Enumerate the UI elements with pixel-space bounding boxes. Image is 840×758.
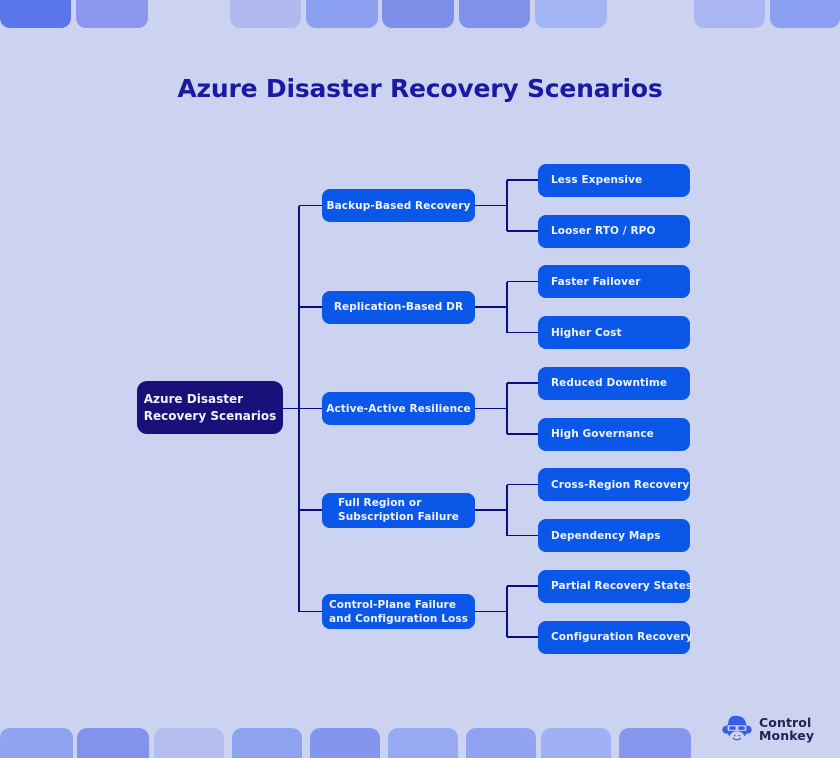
connector-line bbox=[299, 610, 322, 613]
branch-node-label: Control-Plane Failure and Configuration … bbox=[328, 598, 469, 625]
decor-tile bbox=[466, 728, 536, 758]
connector-line bbox=[507, 179, 538, 181]
connector-line bbox=[506, 180, 508, 231]
decor-tile bbox=[232, 728, 302, 758]
connector-line bbox=[507, 534, 538, 537]
root-node: Azure Disaster Recovery Scenarios bbox=[137, 381, 283, 434]
connector-line bbox=[507, 433, 538, 435]
decor-tile bbox=[535, 0, 607, 28]
logo-text-line2: Monkey bbox=[759, 728, 815, 743]
decor-tile bbox=[0, 0, 71, 28]
decor-tile bbox=[306, 0, 378, 28]
leaf-node: High Governance bbox=[538, 417, 690, 451]
branch-node-label: Full Region or Subscription Failure bbox=[338, 497, 459, 523]
monkey-icon bbox=[722, 715, 752, 742]
connector-line bbox=[299, 509, 322, 511]
connector-line bbox=[506, 281, 508, 333]
logo-text-line1: Control bbox=[759, 714, 812, 730]
decor-tile bbox=[77, 728, 149, 758]
decor-tile bbox=[694, 0, 765, 28]
branch-node-label: Replication-Based DR bbox=[333, 301, 464, 313]
leaf-node-label: High Governance bbox=[551, 428, 654, 440]
branch-node: Backup-Based Recovery bbox=[322, 189, 475, 222]
leaf-node: Partial Recovery States bbox=[538, 569, 693, 603]
leaf-node-label: Looser RTO / RPO bbox=[551, 225, 656, 237]
connector-line bbox=[507, 585, 538, 587]
connector-line bbox=[507, 280, 538, 283]
connector-line bbox=[506, 383, 508, 434]
leaf-node: Less Expensive bbox=[538, 163, 690, 197]
leaf-node-label: Configuration Recovery bbox=[551, 631, 693, 643]
page-title: Azure Disaster Recovery Scenarios bbox=[177, 74, 663, 103]
decor-tile bbox=[310, 728, 380, 758]
decor-tile bbox=[619, 728, 691, 758]
connector-line bbox=[507, 636, 538, 638]
leaf-node-label: Faster Failover bbox=[551, 275, 641, 288]
leaf-node: Dependency Maps bbox=[538, 519, 690, 552]
connector-line bbox=[299, 204, 322, 207]
leaf-node-label: Partial Recovery States bbox=[551, 580, 693, 592]
branch-node: Replication-Based DR bbox=[322, 290, 475, 324]
connector-line bbox=[507, 382, 538, 384]
branch-node: Full Region or Subscription Failure bbox=[322, 492, 475, 528]
branch-node: Active-Active Resilience bbox=[322, 392, 475, 425]
connector-line bbox=[299, 306, 322, 308]
decor-tile bbox=[770, 0, 840, 28]
decor-tile bbox=[230, 0, 301, 28]
connector-line bbox=[475, 509, 507, 511]
decor-tile bbox=[541, 728, 611, 758]
leaf-node-label: Higher Cost bbox=[551, 326, 622, 339]
control-monkey-logo: Control Monkey bbox=[722, 707, 832, 751]
connector-line bbox=[506, 586, 508, 637]
leaf-node-label: Reduced Downtime bbox=[551, 377, 668, 389]
decor-tile bbox=[382, 0, 454, 28]
branch-node-label: Active-Active Resilience bbox=[326, 402, 471, 415]
decor-tile bbox=[0, 728, 73, 758]
root-node-label: Azure Disaster Recovery Scenarios bbox=[143, 391, 277, 423]
leaf-node-label: Cross-Region Recovery bbox=[551, 478, 690, 491]
decor-tile bbox=[76, 0, 148, 28]
leaf-node: Looser RTO / RPO bbox=[538, 214, 690, 248]
connector-line bbox=[507, 483, 538, 486]
leaf-node: Cross-Region Recovery bbox=[538, 468, 690, 501]
decor-tile bbox=[154, 728, 224, 758]
leaf-node: Configuration Recovery bbox=[538, 620, 693, 654]
connector-line bbox=[507, 331, 538, 334]
connector-line bbox=[475, 407, 507, 410]
leaf-node-label: Less Expensive bbox=[551, 174, 643, 186]
branch-node: Control-Plane Failure and Configuration … bbox=[322, 594, 475, 629]
branch-node-label: Backup-Based Recovery bbox=[326, 199, 471, 212]
decor-tile bbox=[459, 0, 530, 28]
connector-line bbox=[507, 230, 538, 232]
decor-tile bbox=[388, 728, 458, 758]
leaf-node: Faster Failover bbox=[538, 265, 690, 298]
connector-line bbox=[506, 484, 508, 536]
leaf-node-label: Dependency Maps bbox=[551, 529, 661, 542]
logo-text: Control Monkey bbox=[759, 714, 815, 743]
connector-line bbox=[475, 306, 507, 308]
connector-line bbox=[475, 610, 507, 613]
connector-line bbox=[475, 204, 507, 207]
connector-line bbox=[283, 407, 322, 410]
leaf-node: Reduced Downtime bbox=[538, 366, 690, 400]
leaf-node: Higher Cost bbox=[538, 316, 690, 349]
